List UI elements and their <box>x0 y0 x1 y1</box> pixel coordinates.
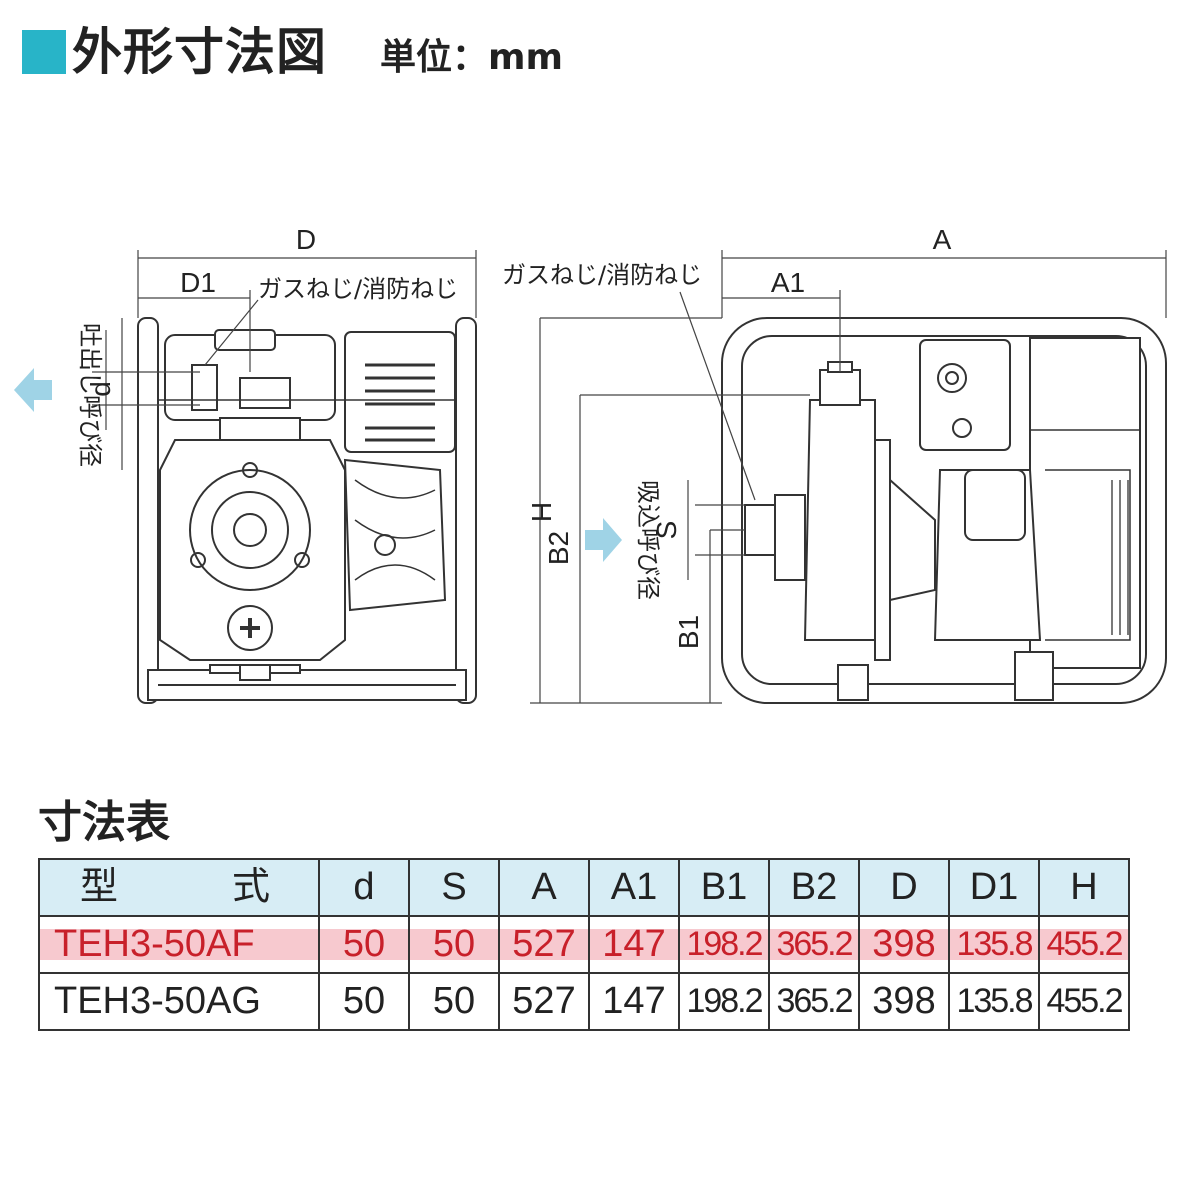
cell-B2: 365.2 <box>768 915 860 974</box>
header-D: D <box>858 858 950 917</box>
table-title: 寸法表 <box>38 797 170 848</box>
cell-H: 455.2 <box>1038 972 1130 1031</box>
header-B1: B1 <box>678 858 770 917</box>
cell-D1: 135.8 <box>948 972 1040 1031</box>
side-thread-label: ガスねじ/消防ねじ <box>502 261 702 289</box>
front-thread-label: ガスねじ/消防ねじ <box>258 275 458 303</box>
cell-d: 50 <box>318 915 410 974</box>
cell-D: 398 <box>858 915 950 974</box>
cell-A: 527 <box>498 915 590 974</box>
side-view <box>721 317 1167 704</box>
front-dimensions <box>92 250 477 470</box>
cell-A1: 147 <box>588 915 680 974</box>
cell-model: TEH3-50AG <box>38 972 320 1031</box>
cell-D: 398 <box>858 972 950 1031</box>
front-view <box>137 317 477 704</box>
dim-B2-label: B2 <box>543 531 574 565</box>
header-B2: B2 <box>768 858 860 917</box>
header-S: S <box>408 858 500 917</box>
cell-model: TEH3-50AF <box>38 915 320 974</box>
cell-A: 527 <box>498 972 590 1031</box>
dim-A1-label: A1 <box>771 267 805 298</box>
header-H: H <box>1038 858 1130 917</box>
suction-arrow-icon <box>585 518 622 562</box>
cell-D1: 135.8 <box>948 915 1040 974</box>
cell-A1: 147 <box>588 972 680 1031</box>
cell-d: 50 <box>318 972 410 1031</box>
header-A: A <box>498 858 590 917</box>
title-marker <box>22 30 66 74</box>
cell-B1: 198.2 <box>678 915 770 974</box>
page-title: 外形寸法図 <box>72 23 327 81</box>
unit-label: 単位：mm <box>380 37 564 78</box>
discharge-label: 吐出し呼び径 <box>76 323 104 467</box>
dim-d-label: d <box>85 381 116 397</box>
cell-S: 50 <box>408 972 500 1031</box>
dim-H-label: H <box>526 502 557 522</box>
header-D1: D1 <box>948 858 1040 917</box>
dimension-drawing: D D1 ガスねじ/消防ねじ d 吐出し呼び径 <box>14 224 1167 704</box>
header-A1: A1 <box>588 858 680 917</box>
table-header-row: 型 式 d S A A1 B1 B2 D D1 H <box>38 858 1130 917</box>
table-row: TEH3-50AG 50 50 527 147 198.2 365.2 398 … <box>38 972 1130 1031</box>
cell-H: 455.2 <box>1038 915 1130 974</box>
dim-S-label: S <box>651 521 682 540</box>
side-dimensions <box>530 250 1167 704</box>
dim-D1-label: D1 <box>180 267 216 298</box>
dim-B1-label: B1 <box>673 615 704 649</box>
table-row: TEH3-50AF 50 50 527 147 198.2 365.2 398 … <box>38 915 1130 974</box>
dim-D-label: D <box>296 224 316 255</box>
cell-B1: 198.2 <box>678 972 770 1031</box>
header-d: d <box>318 858 410 917</box>
cell-S: 50 <box>408 915 500 974</box>
header-model: 型 式 <box>38 858 320 917</box>
dim-A-label: A <box>933 224 952 255</box>
discharge-arrow-icon <box>14 368 52 412</box>
suction-label: 吸込呼び径 <box>634 480 662 600</box>
dimension-table: 型 式 d S A A1 B1 B2 D D1 H TEH3-50AF 50 5… <box>38 858 1130 1031</box>
cell-B2: 365.2 <box>768 972 860 1031</box>
